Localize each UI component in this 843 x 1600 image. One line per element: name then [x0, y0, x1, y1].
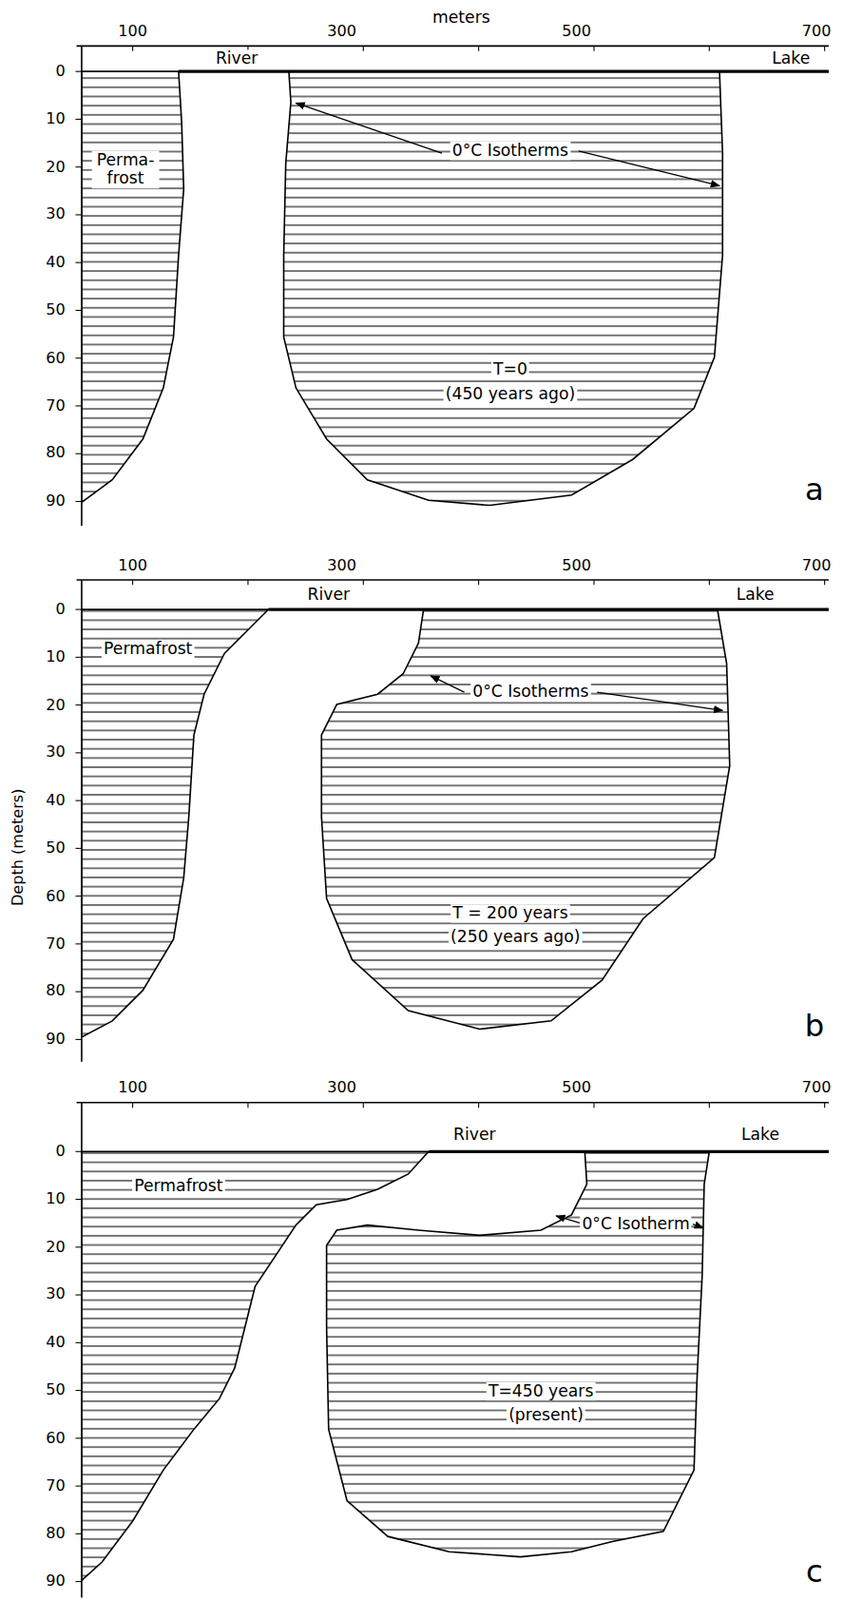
label: 90: [43, 1571, 68, 1591]
label: 300: [325, 1078, 359, 1097]
label: 0: [53, 62, 68, 81]
label: 0°C Isotherms: [470, 682, 591, 702]
label: T=450 years: [486, 1381, 596, 1401]
label: Lake: [733, 585, 776, 605]
label: Lake: [769, 49, 812, 69]
label: 70: [43, 935, 68, 954]
label: Depth (meters): [9, 785, 28, 908]
label: River: [213, 49, 261, 69]
label: 300: [325, 556, 359, 575]
label: 50: [43, 1380, 68, 1399]
label: 60: [43, 886, 68, 905]
label: Lake: [739, 1125, 782, 1145]
label: 100: [115, 556, 150, 575]
label: 10: [43, 110, 68, 129]
label: 0: [53, 1142, 68, 1161]
label: 100: [115, 22, 150, 41]
label: 10: [43, 648, 68, 667]
label: 40: [43, 791, 68, 810]
label: 100: [115, 1078, 150, 1097]
label: 500: [559, 556, 594, 575]
label: 80: [43, 444, 68, 463]
label: 300: [325, 22, 359, 41]
label: 90: [43, 492, 68, 511]
label: 40: [43, 1333, 68, 1352]
label: 70: [43, 397, 68, 416]
label: 80: [43, 1524, 68, 1543]
label: 70: [43, 1476, 68, 1495]
label: 20: [43, 157, 68, 176]
label: 700: [800, 556, 834, 575]
label: 700: [800, 22, 834, 41]
label: 20: [43, 695, 68, 714]
label: 10: [43, 1189, 68, 1208]
label: b: [803, 1008, 827, 1044]
label: (450 years ago): [443, 384, 578, 404]
label: 80: [43, 982, 68, 1001]
label: River: [451, 1125, 499, 1145]
permafrost-region: [81, 71, 730, 1580]
label: meters: [430, 8, 493, 28]
label: (250 years ago): [448, 927, 583, 947]
label: 500: [559, 1078, 594, 1097]
label: T = 200 years: [450, 903, 571, 923]
label: Permafrost: [101, 639, 195, 659]
label: 0: [53, 600, 68, 619]
label: 0°C Isotherms: [450, 141, 571, 161]
label: 30: [43, 744, 68, 763]
label: 60: [43, 1429, 68, 1448]
label: 60: [43, 348, 68, 367]
label: c: [804, 1553, 825, 1590]
label: 50: [43, 301, 68, 320]
label: a: [803, 472, 826, 508]
label: T=0: [491, 360, 530, 380]
label: 30: [43, 206, 68, 225]
label: (present): [506, 1404, 586, 1424]
label: 30: [43, 1285, 68, 1304]
label: 20: [43, 1238, 68, 1257]
axes: [76, 45, 829, 1597]
label: 0°C Isotherm: [579, 1214, 692, 1234]
tick-marks: [75, 45, 824, 1581]
label: 500: [559, 22, 594, 41]
label: Permafrost: [132, 1176, 226, 1196]
label: 700: [800, 1078, 834, 1097]
label: 90: [43, 1030, 68, 1049]
label: River: [305, 585, 352, 605]
label: 40: [43, 253, 68, 272]
label: Perma- frost: [92, 151, 160, 189]
label: 50: [43, 839, 68, 858]
leader-arrows: [295, 102, 723, 1227]
